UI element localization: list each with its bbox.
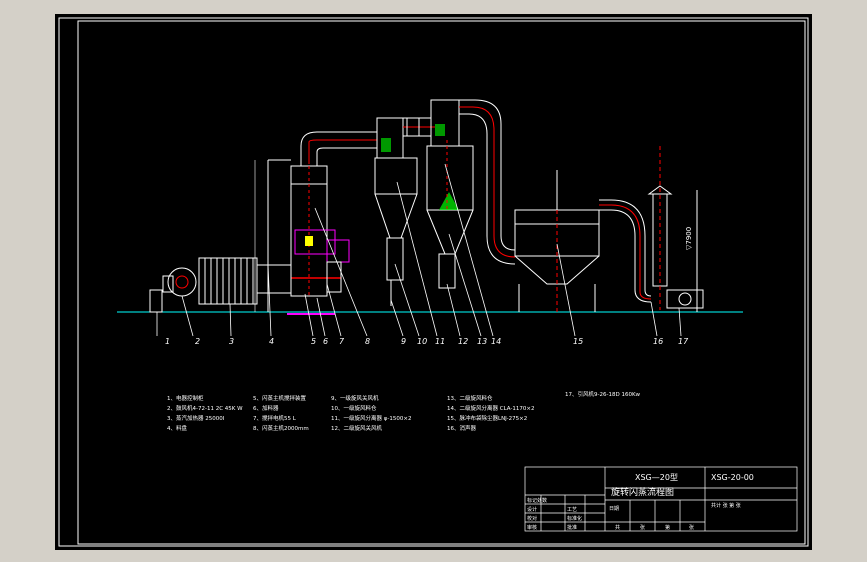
parts-list: 1、电器控制柜 2、鼓风机4-72-11 2C 45K W 3、蒸汽加热器 25…	[167, 390, 641, 432]
callout-8: 8	[365, 337, 370, 346]
exhaust-stack	[647, 146, 704, 310]
svg-text:校对: 校对	[527, 515, 537, 522]
flash-dryer	[287, 165, 336, 315]
outer-border	[58, 17, 809, 547]
svg-text:工艺: 工艺	[567, 507, 577, 513]
svg-text:5、闪蒸主机搅拌装置: 5、闪蒸主机搅拌装置	[253, 394, 306, 402]
svg-text:日期: 日期	[609, 506, 619, 512]
svg-text:2、鼓风机4-72-11 2C 45K W: 2、鼓风机4-72-11 2C 45K W	[167, 404, 243, 412]
svg-text:13、二级旋风料仓: 13、二级旋风料仓	[447, 394, 493, 402]
svg-text:▽7900: ▽7900	[685, 227, 693, 250]
svg-text:设计: 设计	[527, 506, 537, 513]
svg-text:1、电器控制柜: 1、电器控制柜	[167, 394, 204, 402]
leader-lines	[156, 163, 682, 337]
callout-11: 11	[435, 337, 445, 346]
callout-12: 12	[458, 337, 468, 346]
callout-7: 7	[339, 337, 345, 346]
svg-text:11、一级旋风分离器 φ-1500×2: 11、一级旋风分离器 φ-1500×2	[331, 414, 411, 422]
drawing-model: XSG—20型	[635, 473, 678, 482]
cad-viewport[interactable]: ▽7900 1 2 3 4 5 6 7 8 9 10 11 12 13 14	[55, 14, 812, 550]
svg-text:批准: 批准	[567, 524, 577, 531]
svg-text:10、一级旋风料仓: 10、一级旋风料仓	[331, 404, 377, 412]
callout-16: 16	[653, 337, 663, 346]
svg-text:17、引风机9-26-18D 160Kw: 17、引风机9-26-18D 160Kw	[565, 390, 641, 398]
svg-text:共: 共	[615, 524, 620, 531]
svg-text:16、消声器: 16、消声器	[447, 424, 476, 432]
callout-10: 10	[417, 337, 427, 346]
drawing-title: 旋转闪蒸流程图	[611, 486, 674, 498]
control-cabinet	[149, 289, 163, 313]
callout-5: 5	[311, 337, 316, 346]
svg-text:6、加料器: 6、加料器	[253, 404, 279, 412]
svg-text:9、一级旋风关风机: 9、一级旋风关风机	[331, 394, 379, 402]
svg-text:4、料盘: 4、料盘	[167, 424, 187, 432]
callout-17: 17	[678, 337, 689, 346]
cyclone-1	[374, 117, 418, 306]
svg-text:审核: 审核	[527, 524, 537, 531]
callout-3: 3	[229, 337, 234, 346]
drawing-number: XSG-20-00	[711, 473, 754, 482]
svg-text:14、二级旋风分离器 CLA-1170×2: 14、二级旋风分离器 CLA-1170×2	[447, 404, 535, 412]
svg-text:共计 张 第 张: 共计 张 第 张	[711, 502, 741, 509]
svg-text:标准化: 标准化	[567, 515, 582, 522]
inner-border	[77, 20, 806, 545]
title-block	[524, 466, 798, 532]
cyclone-2	[426, 99, 474, 289]
svg-text:8、闪蒸主机2000mm: 8、闪蒸主机2000mm	[253, 424, 309, 432]
steam-heater	[198, 257, 258, 305]
callout-13: 13	[477, 337, 487, 346]
callout-14: 14	[491, 337, 501, 346]
svg-text:7、搅拌电机55 L: 7、搅拌电机55 L	[253, 414, 297, 422]
callout-6: 6	[323, 337, 328, 346]
svg-text:张: 张	[640, 524, 645, 531]
callout-15: 15	[573, 337, 583, 346]
svg-text:标记处数: 标记处数	[527, 497, 547, 504]
bag-filter	[514, 170, 600, 312]
svg-text:第: 第	[665, 524, 670, 531]
callout-1: 1	[165, 337, 170, 346]
process-flow-drawing: ▽7900 1 2 3 4 5 6 7 8 9 10 11 12 13 14	[58, 17, 809, 547]
svg-text:3、蒸汽加热器 25000I: 3、蒸汽加热器 25000I	[167, 414, 225, 422]
callout-9: 9	[401, 337, 406, 346]
callout-4: 4	[269, 337, 274, 346]
svg-text:12、二级旋风关风机: 12、二级旋风关风机	[331, 424, 382, 432]
svg-text:张: 张	[689, 524, 694, 531]
svg-text:15、脉冲布袋除尘器LNJ-275×2: 15、脉冲布袋除尘器LNJ-275×2	[447, 414, 527, 422]
callout-2: 2	[195, 337, 200, 346]
